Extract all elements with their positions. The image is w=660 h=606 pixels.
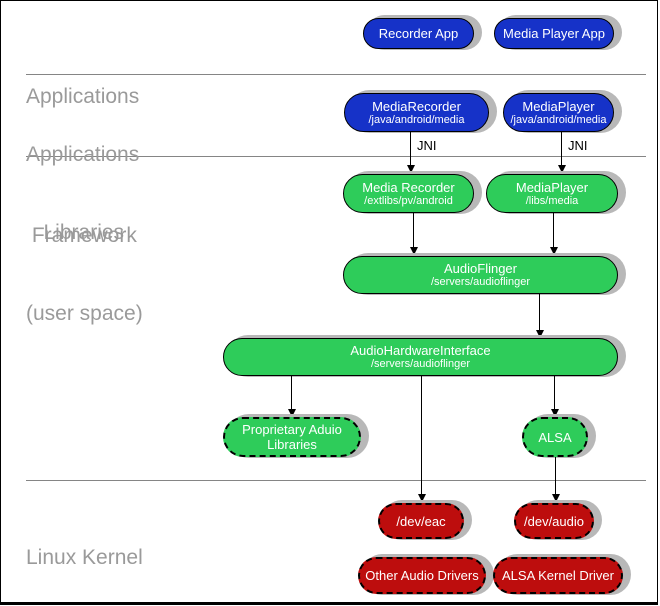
node-title: Other Audio Drivers <box>365 568 479 583</box>
arrow-alsa-to-dev-audio <box>551 457 560 502</box>
layer-label-line: Applications <box>26 85 140 108</box>
jni-label: JNI <box>568 138 588 153</box>
node-media-recorder-lib: Media Recorder /extlibs/pv/android <box>343 174 474 213</box>
node-title: ALSA <box>538 429 572 445</box>
node-title: ALSA Kernel Driver <box>502 568 614 583</box>
arrow-recorder-to-audioflinger <box>409 213 418 255</box>
arrow-player-to-audioflinger <box>549 213 558 255</box>
node-mediarecorder-framework: MediaRecorder /java/android/media <box>344 93 489 132</box>
arrow-audioflinger-to-ahi <box>535 294 544 338</box>
layer-label-libraries: Libraries (user space) <box>26 165 143 381</box>
node-title: /dev/eac <box>396 513 446 529</box>
layer-label-linux-kernel: Linux Kernel <box>26 490 143 602</box>
layer-label-line: Applications <box>26 143 140 166</box>
node-title: Libraries <box>267 437 317 452</box>
arrow-ahi-to-dev-eac <box>417 376 426 502</box>
arrow-mediaplayer-jni <box>557 132 566 173</box>
node-mediaplayer-lib: MediaPlayer /libs/media <box>486 174 618 213</box>
arrow-ahi-to-alsa <box>550 376 559 417</box>
node-path: /java/android/media <box>368 113 465 126</box>
node-path: /servers/audioflinger <box>370 358 471 370</box>
layer-divider <box>26 156 646 157</box>
node-title: Media Player App <box>503 26 605 41</box>
node-title: AudioFlinger <box>444 261 517 276</box>
node-title: Media Recorder <box>362 179 455 195</box>
layer-label-line: Libraries <box>26 221 125 244</box>
node-media-player-app: Media Player App <box>494 18 614 49</box>
node-path: /java/android/media <box>510 113 607 126</box>
node-dev-audio: /dev/audio <box>514 503 594 539</box>
layer-divider <box>26 74 646 75</box>
node-proprietary-audio-libraries: Proprietary Aduio Libraries <box>223 417 361 457</box>
layer-label-applications-framework: Applications Framework <box>26 87 139 303</box>
node-alsa: ALSA <box>522 417 588 457</box>
arrow-ahi-to-proprietary <box>287 376 296 417</box>
node-path: /servers/audioflinger <box>430 276 531 288</box>
layer-label-line: Linux Kernel <box>26 546 143 569</box>
node-title: /dev/audio <box>524 513 584 529</box>
node-title: Recorder App <box>378 26 459 41</box>
node-dev-eac: /dev/eac <box>378 503 464 539</box>
node-mediaplayer-framework: MediaPlayer /java/android/media <box>503 93 614 132</box>
node-recorder-app: Recorder App <box>363 18 474 49</box>
node-alsa-kernel-driver: ALSA Kernel Driver <box>493 557 623 594</box>
node-title: AudioHardwareInterface <box>350 343 491 358</box>
node-title: MediaPlayer <box>522 98 595 114</box>
layer-label-line: Framework <box>26 224 137 247</box>
arrow-mediarecorder-jni <box>406 132 415 173</box>
jni-label: JNI <box>417 138 437 153</box>
node-path: /extlibs/pv/android <box>364 194 453 207</box>
node-title: MediaRecorder <box>372 98 461 114</box>
node-audio-hardware-interface: AudioHardwareInterface /servers/audiofli… <box>223 338 618 376</box>
node-title: Proprietary Aduio <box>242 422 342 437</box>
layer-label-applications: Applications <box>26 29 139 164</box>
node-title: MediaPlayer <box>515 179 589 195</box>
node-other-audio-drivers: Other Audio Drivers <box>358 557 486 594</box>
node-path: /libs/media <box>525 194 579 207</box>
node-audioflinger: AudioFlinger /servers/audioflinger <box>343 256 618 294</box>
layer-label-line: (user space) <box>26 302 143 325</box>
layer-divider <box>26 480 646 481</box>
